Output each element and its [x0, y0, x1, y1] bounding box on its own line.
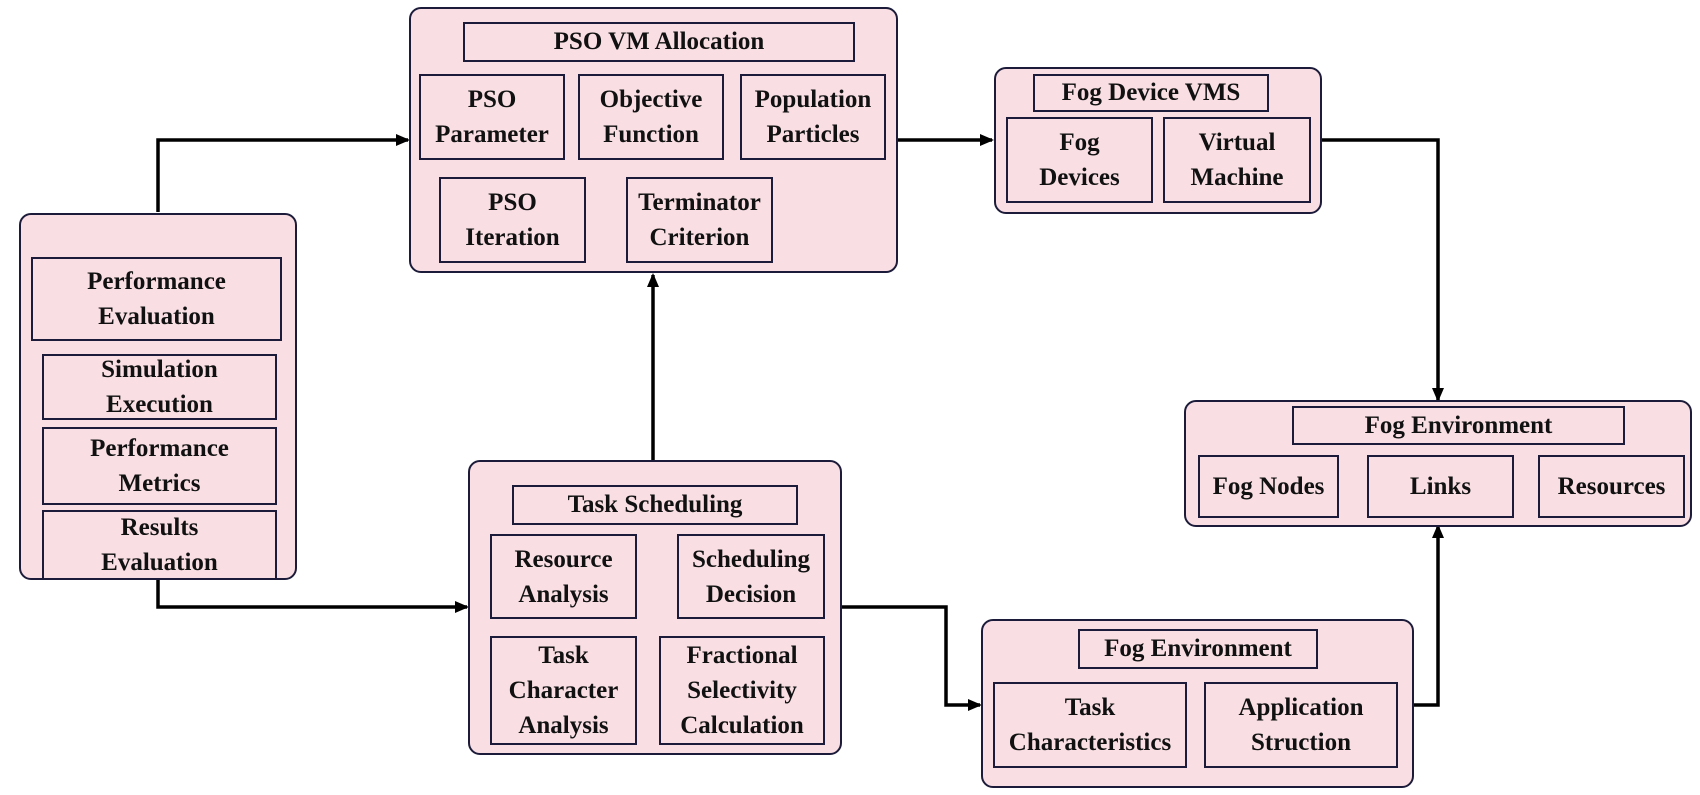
task-character-analysis-box: Task Character Analysis: [490, 636, 637, 745]
pso-parameter-box: PSO Parameter: [419, 74, 565, 160]
resources-box: Resources: [1538, 455, 1685, 518]
application-struction-box: Application Struction: [1204, 682, 1398, 768]
fog-device-vms-title: Fog Device VMS: [1033, 74, 1269, 112]
fog-nodes-box: Fog Nodes: [1198, 455, 1339, 518]
scheduling-decision-box: Scheduling Decision: [677, 534, 825, 619]
performance-evaluation-title: Performance Evaluation: [31, 257, 282, 341]
task-scheduling-title: Task Scheduling: [512, 485, 798, 525]
fog-devices-box: Fog Devices: [1006, 117, 1153, 203]
arrow-performance-to-taskscheduling: [156, 580, 469, 613]
pso-iteration-box: PSO Iteration: [439, 177, 586, 263]
fractional-selectivity-box: Fractional Selectivity Calculation: [659, 636, 825, 745]
task-characteristics-box: Task Characteristics: [993, 682, 1187, 768]
arrow-fogenv-bottom-to-fogenv-top: [1414, 524, 1444, 707]
fog-environment-top-title: Fog Environment: [1292, 406, 1625, 445]
simulation-execution-box: Simulation Execution: [42, 354, 277, 420]
terminator-criterion-box: Terminator Criterion: [626, 177, 773, 263]
links-box: Links: [1367, 455, 1514, 518]
fog-environment-bottom-title: Fog Environment: [1078, 629, 1318, 669]
results-evaluation-box: Results Evaluation: [42, 510, 277, 580]
resource-analysis-box: Resource Analysis: [490, 534, 637, 619]
virtual-machine-box: Virtual Machine: [1163, 117, 1311, 203]
arrow-taskscheduling-to-fogenv-bottom: [842, 605, 982, 711]
arrow-fogvms-to-fogenv-top: [1322, 138, 1444, 402]
arrow-performance-to-pso: [156, 134, 410, 212]
pso-vm-allocation-title: PSO VM Allocation: [463, 22, 855, 62]
performance-metrics-box: Performance Metrics: [42, 427, 277, 505]
objective-function-box: Objective Function: [578, 74, 724, 160]
population-particles-box: Population Particles: [740, 74, 886, 160]
